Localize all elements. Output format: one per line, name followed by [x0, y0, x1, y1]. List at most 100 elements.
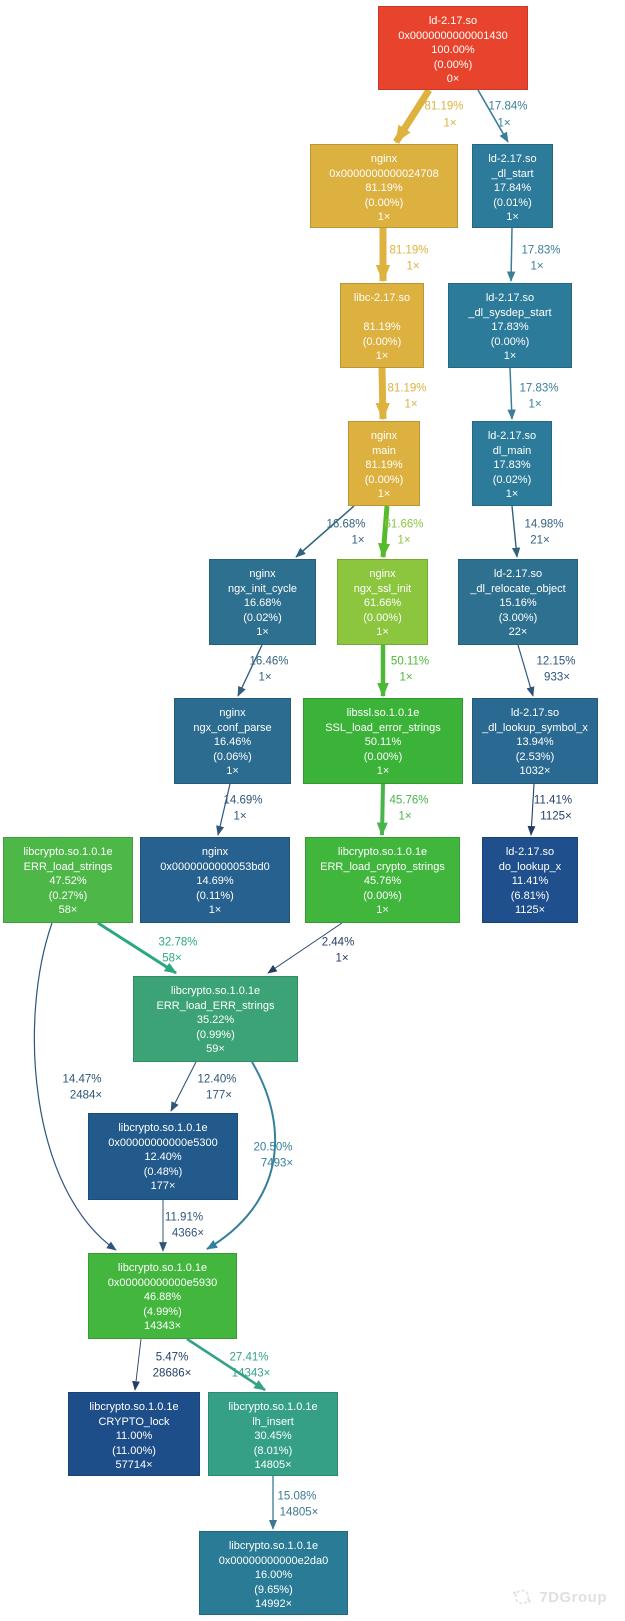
node-self-pct: (0.00%) [363, 750, 403, 763]
node-self-pct: (0.00%) [433, 58, 473, 71]
node-self-pct: (0.02%) [492, 473, 532, 486]
node-call-count: 1× [256, 626, 269, 639]
node-module: ld-2.17.so [510, 707, 560, 719]
node-self-pct: (0.00%) [364, 196, 404, 209]
edge-errloadstrings-e5930 [33, 922, 117, 1251]
node-total-pct: 14.69% [196, 875, 234, 888]
node-self-pct: (0.00%) [364, 473, 404, 486]
node-self-pct: (6.81%) [510, 889, 550, 902]
edge-label-ngxconfparse-nginx53bd0-pct: 14.69% [223, 794, 263, 807]
node-function: 0x0000000000024708 [329, 167, 439, 180]
node-function: 0x00000000000e5930 [107, 1276, 218, 1289]
edge-label-dllookup-dolookupx-cnt: 1125× [540, 810, 572, 823]
node-self-pct: (8.01%) [253, 1444, 293, 1457]
node-total-pct: 50.11% [364, 736, 402, 749]
edge-label-dlrelocate-dllookup-cnt: 933× [544, 671, 570, 684]
node-call-count: 14805× [254, 1459, 292, 1472]
node-total-pct: 45.76% [363, 875, 402, 888]
edge-label-lhinsert-e2da0-cnt: 14805× [279, 1506, 319, 1519]
edge-main-ngxinitcycle [295, 505, 355, 558]
edge-label-errloadstrings-e5930-cnt: 2484× [69, 1089, 103, 1102]
node-self-pct: (0.27%) [48, 889, 88, 902]
node-self-pct: (9.65%) [254, 1583, 293, 1596]
node-module: nginx [370, 153, 398, 165]
node-call-count: 22× [508, 626, 528, 639]
node-total-pct: 17.84% [493, 182, 532, 195]
node-total-pct: 11.41% [511, 875, 549, 888]
edge-label-dlmain-dlrelocate-cnt: 21× [530, 534, 550, 547]
edge-ngxconfparse-nginx53bd0 [216, 783, 231, 836]
node-module: nginx [219, 707, 246, 719]
node-module: ld-2.17.so [485, 292, 535, 304]
edge-label-dlstart-dlsysdep-cnt: 1× [530, 260, 544, 273]
node-module: ld-2.17.so [487, 430, 537, 442]
node-module: libcrypto.so.1.0.1e [228, 1540, 319, 1552]
edge-dlsysdep-dlmain [507, 367, 516, 420]
node-self-pct: (0.99%) [196, 1028, 235, 1041]
node-call-count: 57714× [115, 1459, 153, 1472]
node-call-count: 1× [376, 626, 389, 639]
node-function: main [372, 444, 396, 457]
node-call-count: 1× [376, 904, 389, 917]
node-function: ngx_init_cycle [227, 582, 298, 595]
edge-label-dlmain-dlrelocate-pct: 14.98% [524, 518, 564, 531]
node-function: 0x0000000000053bd0 [160, 860, 270, 873]
node-module: libcrypto.so.1.0.1e [23, 846, 113, 858]
node-module: libcrypto.so.1.0.1e [337, 846, 428, 858]
node-total-pct: 16.68% [243, 597, 282, 610]
edge-dlmain-dlrelocate [511, 505, 521, 558]
node-function: ERR_load_crypto_strings [320, 860, 445, 873]
edge-label-lhinsert-e2da0-pct: 15.08% [277, 1490, 317, 1503]
edge-label-ld1430-nginx24708-pct: 81.19% [424, 100, 464, 113]
node-total-pct: 13.94% [516, 736, 554, 749]
node-module: libcrypto.so.1.0.1e [170, 985, 261, 997]
node-module: libcrypto.so.1.0.1e [228, 1401, 318, 1413]
node-module: nginx [370, 430, 398, 442]
node-total-pct: 81.19% [365, 182, 403, 195]
edge-label-errloaderrstrings-e5930-cnt: 7493× [260, 1157, 294, 1170]
node-call-count: 0× [446, 73, 460, 86]
node-total-pct: 47.52% [49, 875, 87, 888]
edge-main-ngxsslinit [378, 505, 391, 559]
edge-label-ngxsslinit-sslloaderr-pct: 50.11% [390, 655, 430, 668]
edge-label-ld1430-dlstart-cnt: 1× [497, 117, 511, 130]
node-function: _dl_start [491, 167, 534, 180]
edge-label-ld1430-nginx24708-cnt: 1× [443, 117, 457, 130]
node-call-count: 1032× [519, 765, 551, 778]
node-module: nginx [249, 568, 276, 580]
node-function: CRYPTO_lock [98, 1415, 170, 1428]
edge-label-dlsysdep-dlmain-pct: 17.83% [519, 382, 559, 395]
edge-dlstart-dlsysdep [506, 227, 516, 282]
node-call-count: 1× [375, 350, 389, 363]
node-module: libc-2.17.so [353, 292, 411, 304]
node-call-count: 58× [58, 904, 78, 917]
node-function: lh_insert [252, 1415, 294, 1428]
node-self-pct: (0.11%) [196, 889, 234, 902]
edge-label-main-ngxsslinit-cnt: 1× [397, 534, 411, 547]
edge-label-dlrelocate-dllookup-pct: 12.15% [536, 655, 576, 668]
node-total-pct: 17.83% [491, 321, 529, 334]
node-total-pct: 17.83% [493, 459, 531, 472]
edge-label-e5930-cryptolock-cnt: 28686× [152, 1367, 192, 1380]
edge-label-ngxconfparse-nginx53bd0-cnt: 1× [233, 810, 247, 823]
node-call-count: 59× [206, 1043, 225, 1056]
edge-e5930-cryptolock [132, 1338, 142, 1391]
edge-label-e5930-lhinsert-cnt: 14343× [231, 1367, 271, 1380]
edge-label-errloadstrings-errloaderrstrings-cnt: 58× [162, 952, 182, 965]
edge-errloaderrstrings-e5930 [206, 1061, 277, 1250]
edge-ld1430-nginx24708 [393, 88, 432, 144]
edge-dllookup-dolookupx [527, 783, 536, 836]
